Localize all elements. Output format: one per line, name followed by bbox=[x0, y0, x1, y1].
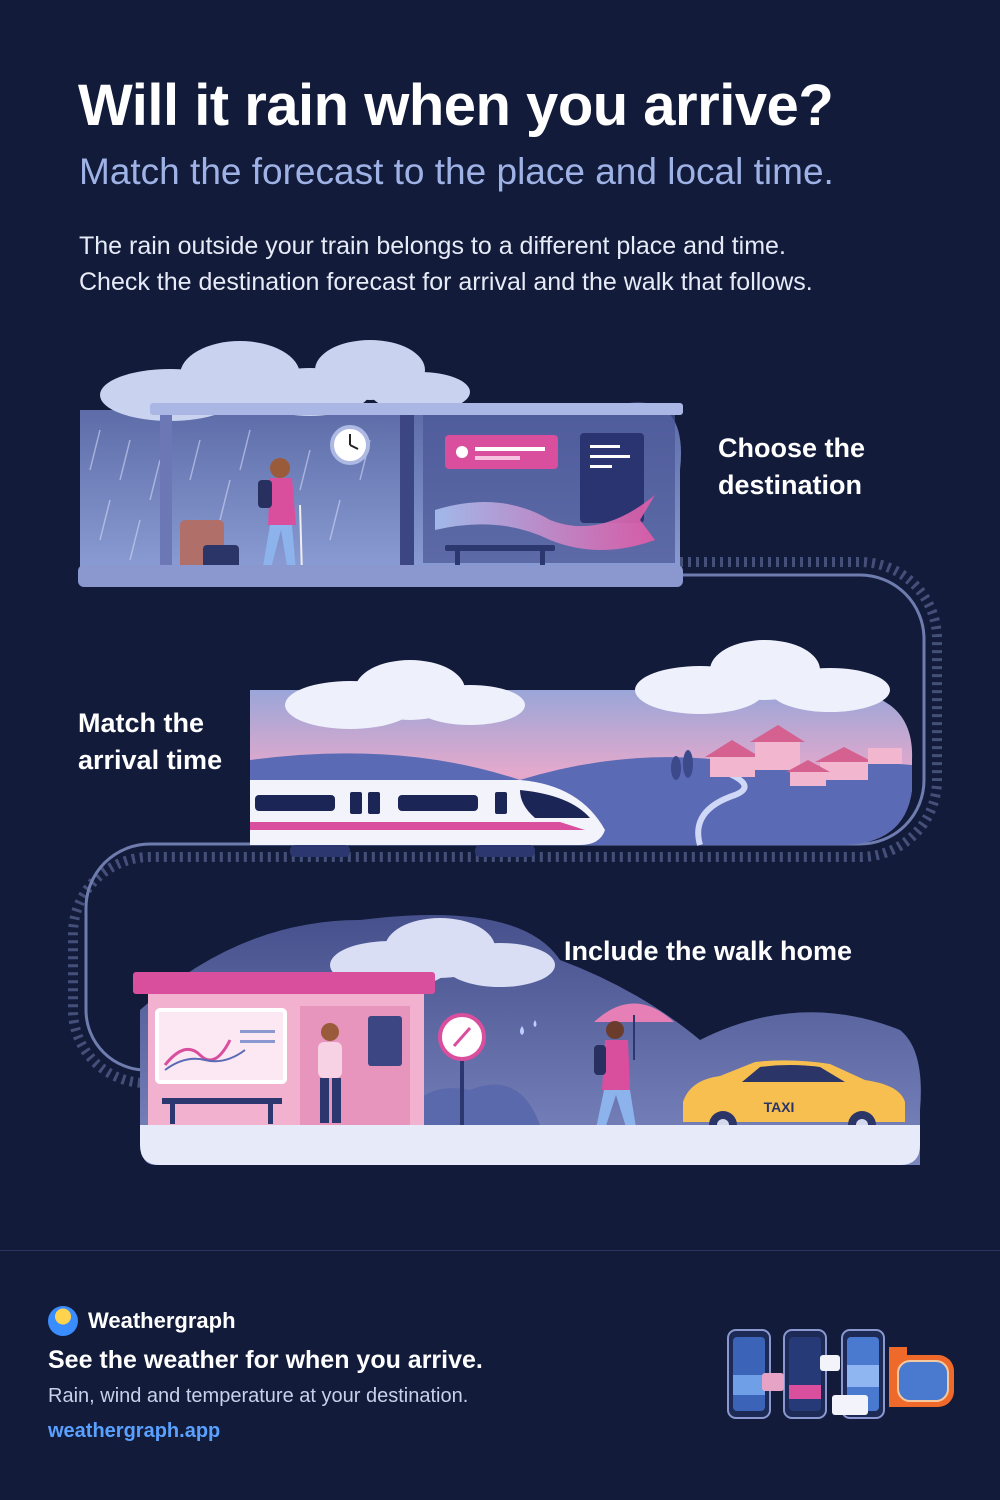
clock-icon bbox=[330, 425, 370, 465]
footer-tagline: See the weather for when you arrive. bbox=[48, 1346, 483, 1374]
sidewalk bbox=[140, 1125, 920, 1165]
forecast-board bbox=[155, 1008, 287, 1084]
arrival-station bbox=[133, 972, 435, 1126]
person-with-phone bbox=[318, 1023, 342, 1123]
departure-board bbox=[445, 435, 558, 469]
page-subtitle: Match the forecast to the place and loca… bbox=[79, 151, 834, 192]
step-match-arrival-time: Match the arrival time bbox=[78, 708, 223, 775]
step-include-walk-home: Include the walk home bbox=[564, 936, 853, 966]
intro-line-1: The rain outside your train belongs to a… bbox=[79, 232, 786, 260]
journey-illustration: TAXI bbox=[68, 340, 942, 1165]
footer-divider bbox=[0, 1250, 1000, 1251]
brand: Weathergraph bbox=[48, 1306, 236, 1336]
scene-departure-station bbox=[78, 340, 683, 587]
village bbox=[705, 725, 902, 786]
taxi-sign: TAXI bbox=[764, 1099, 795, 1115]
platform bbox=[78, 565, 683, 587]
app-devices-image bbox=[727, 1329, 954, 1419]
intro-text: The rain outside your train belongs to a… bbox=[79, 228, 959, 300]
intro-line-2: Check the destination forecast for arriv… bbox=[79, 268, 813, 296]
website-link[interactable]: weathergraph.app bbox=[48, 1420, 221, 1442]
station-roof bbox=[150, 403, 683, 415]
brand-name: Weathergraph bbox=[88, 1308, 236, 1333]
railway-track bbox=[68, 557, 942, 1088]
bench bbox=[445, 545, 555, 551]
scene-train-journey bbox=[250, 640, 913, 857]
umbrella-icon bbox=[594, 1003, 674, 1022]
train bbox=[250, 780, 605, 857]
page-title: Will it rain when you arrive? bbox=[78, 73, 834, 138]
step-choose-destination: Choose the destination bbox=[718, 433, 866, 500]
scene-arrival-walk: TAXI bbox=[133, 915, 921, 1165]
cloud bbox=[285, 640, 890, 729]
weathergraph-logo-icon bbox=[48, 1306, 78, 1336]
footer-description: Rain, wind and temperature at your desti… bbox=[48, 1385, 469, 1407]
compass-icon bbox=[438, 1013, 486, 1125]
